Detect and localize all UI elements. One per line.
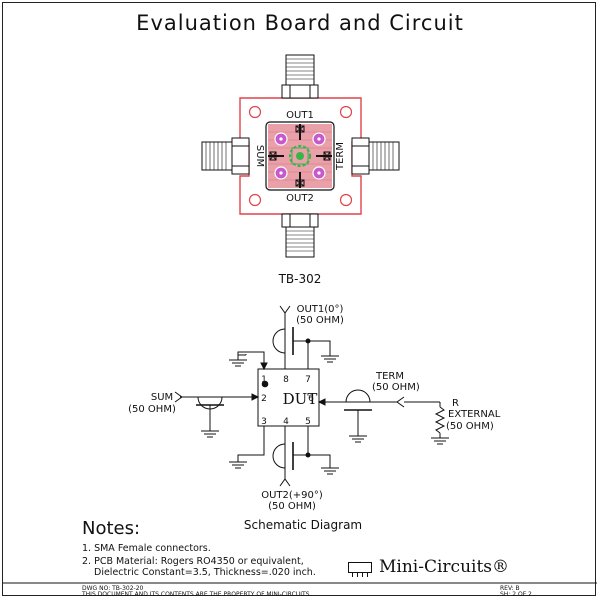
pin1-dot bbox=[261, 380, 269, 388]
dut-center bbox=[296, 152, 304, 160]
board-caption: TB-302 bbox=[278, 272, 322, 286]
footer-sheet: SH: 2 OF 2 bbox=[500, 591, 532, 598]
notes-heading: Notes: bbox=[82, 518, 141, 539]
pin-3: 3 bbox=[261, 417, 267, 427]
pin-5: 5 bbox=[305, 417, 311, 427]
footer-dwg: DWG NO: TB-302-20 bbox=[82, 585, 144, 592]
note-2: 2. PCB Material: Rogers RO4350 or equiva… bbox=[82, 556, 304, 567]
resistor-impedance: (50 OHM) bbox=[446, 421, 494, 432]
board-label-out1: OUT1 bbox=[286, 110, 314, 121]
ground-symbol bbox=[431, 437, 449, 445]
connector-term bbox=[319, 389, 440, 443]
external-resistor bbox=[431, 402, 449, 445]
mounting-hole bbox=[248, 105, 262, 119]
brand-logo: Mini-Circuits® bbox=[379, 557, 510, 577]
out1-impedance: (50 OHM) bbox=[296, 315, 344, 326]
term-label: TERM bbox=[375, 371, 404, 382]
pin-4: 4 bbox=[283, 417, 289, 427]
pin-1: 1 bbox=[261, 375, 267, 385]
out1-label: OUT1(0°) bbox=[297, 304, 344, 315]
pin-6: 6 bbox=[308, 394, 314, 404]
footer-rev: REV: B bbox=[500, 585, 520, 592]
sma-connector-bottom bbox=[281, 213, 319, 258]
ground-symbol bbox=[229, 461, 247, 469]
resistor-label: R bbox=[452, 398, 459, 409]
sma-connector-left bbox=[201, 137, 250, 175]
out2-impedance: (50 OHM) bbox=[268, 501, 316, 512]
mounting-hole bbox=[339, 193, 353, 207]
page-title: Evaluation Board and Circuit bbox=[136, 11, 464, 35]
connector-out1 bbox=[272, 305, 308, 369]
sma-connector-right bbox=[351, 137, 400, 175]
ground-symbol bbox=[321, 467, 339, 475]
board-label-out2: OUT2 bbox=[286, 193, 314, 204]
resistor-external: EXTERNAL bbox=[448, 409, 501, 420]
mounting-hole bbox=[248, 193, 262, 207]
evaluation-board: OUT1 OUT2 SUM TERM bbox=[201, 54, 400, 258]
term-impedance: (50 OHM) bbox=[372, 382, 420, 393]
connector-out2 bbox=[272, 426, 294, 487]
chip-logo-icon bbox=[348, 562, 372, 577]
sma-connector-top bbox=[281, 54, 319, 99]
schematic-caption: Schematic Diagram bbox=[244, 518, 362, 532]
ground-symbol bbox=[321, 355, 339, 363]
schematic bbox=[174, 305, 449, 487]
ground-symbol bbox=[349, 435, 367, 443]
note-1: 1. SMA Female connectors. bbox=[82, 543, 211, 554]
dut-label: DUT bbox=[283, 390, 318, 408]
footer-disclaimer: THIS DOCUMENT AND ITS CONTENTS ARE THE P… bbox=[82, 591, 312, 598]
sum-label: SUM bbox=[151, 392, 173, 403]
sum-impedance: (50 OHM) bbox=[128, 404, 176, 415]
mounting-hole bbox=[339, 105, 353, 119]
pad-frame bbox=[265, 121, 335, 191]
dut-footprint bbox=[288, 144, 312, 168]
board-label-sum: SUM bbox=[254, 145, 265, 167]
pin-8: 8 bbox=[283, 375, 289, 385]
connector-sum bbox=[174, 391, 258, 438]
pin-2: 2 bbox=[261, 394, 267, 404]
pin-7: 7 bbox=[305, 375, 311, 385]
ground-symbol bbox=[201, 430, 219, 438]
out2-label: OUT2(+90°) bbox=[261, 490, 323, 501]
board-label-term: TERM bbox=[335, 142, 346, 171]
note-2-cont: Dielectric Constant=3.5, Thickness=.020 … bbox=[94, 567, 316, 578]
ground-symbol bbox=[229, 359, 247, 367]
